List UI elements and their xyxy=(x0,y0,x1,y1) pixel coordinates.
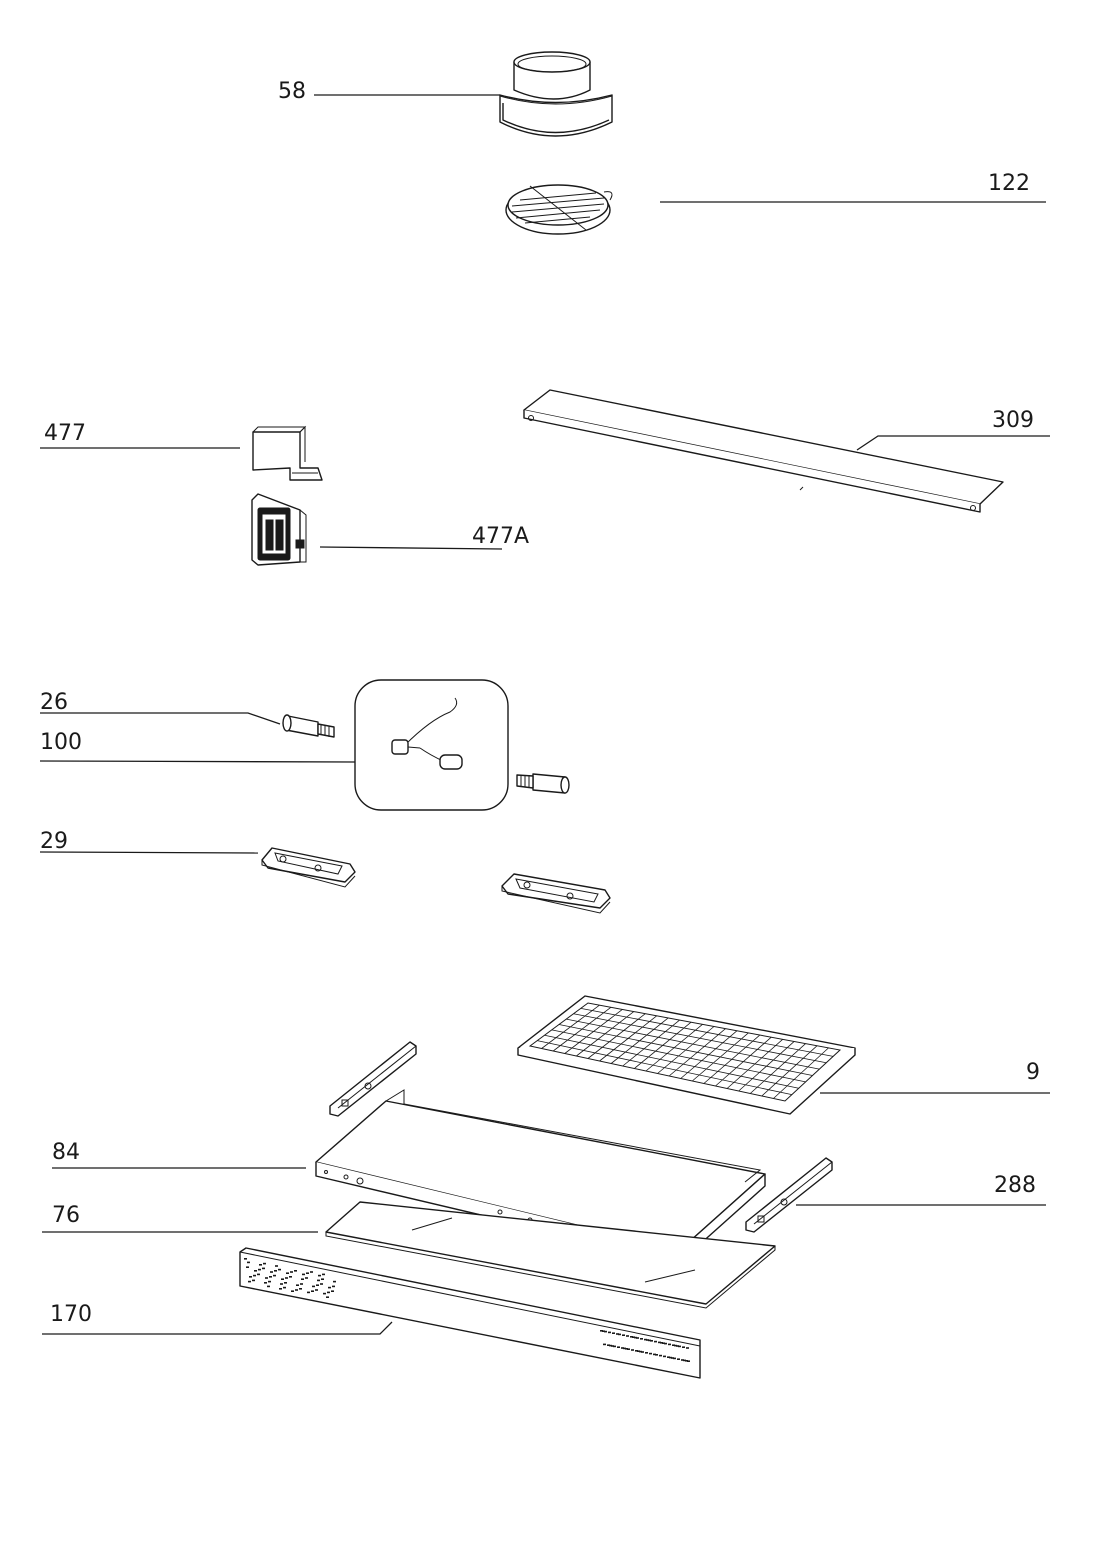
callout-9: 9 xyxy=(820,1060,1050,1094)
leader-line-100 xyxy=(39,760,356,763)
callout-84: 84 xyxy=(52,1140,306,1169)
callout-label-100: 100 xyxy=(40,730,82,755)
leader-line-477a xyxy=(319,546,503,550)
callout-309: 309 xyxy=(856,408,1050,451)
leader-line-29 xyxy=(39,851,259,854)
leader-line-170 xyxy=(42,1321,393,1335)
part-100-lamp-wiring-inset[interactable] xyxy=(354,679,509,811)
callout-29: 29 xyxy=(39,829,259,854)
part-29-lamp-cover-left[interactable] xyxy=(261,847,356,888)
callout-100: 100 xyxy=(39,730,356,763)
part-58-duct-connector[interactable] xyxy=(499,51,613,137)
callout-label-26: 26 xyxy=(40,690,68,715)
callout-label-288: 288 xyxy=(994,1173,1036,1198)
part-477a-switch-box[interactable] xyxy=(251,493,307,566)
callout-label-76: 76 xyxy=(52,1203,80,1228)
part-288-rail-right[interactable] xyxy=(745,1157,833,1233)
callout-477a: 477A xyxy=(319,524,529,550)
trim-texture xyxy=(244,1258,690,1362)
callout-label-9: 9 xyxy=(1026,1060,1040,1085)
callout-label-170: 170 xyxy=(50,1302,92,1327)
part-122-round-grill[interactable] xyxy=(505,184,613,235)
callout-288: 288 xyxy=(796,1173,1046,1206)
part-170-front-trim[interactable] xyxy=(239,1247,701,1379)
part-9-grease-filter[interactable] xyxy=(517,995,856,1115)
callout-label-477a: 477A xyxy=(472,524,529,549)
part-26-lamp-holder-right[interactable] xyxy=(516,773,570,794)
part-29-lamp-cover-right[interactable] xyxy=(501,873,611,914)
callout-label-29: 29 xyxy=(40,829,68,854)
callout-477: 477 xyxy=(40,421,240,449)
callout-26: 26 xyxy=(40,690,281,725)
part-309-front-bar[interactable] xyxy=(523,389,1004,513)
filter-mesh xyxy=(537,1004,834,1099)
part-288-rail-left[interactable] xyxy=(329,1041,417,1117)
callout-170: 170 xyxy=(42,1302,393,1335)
callout-label-477: 477 xyxy=(44,421,86,446)
part-76-glass-panel[interactable] xyxy=(325,1201,776,1309)
callout-label-84: 84 xyxy=(52,1140,80,1165)
part-26-lamp-holder-left[interactable] xyxy=(282,714,335,738)
callout-label-309: 309 xyxy=(992,408,1034,433)
leader-line-309 xyxy=(856,435,1050,451)
leader-line-26 xyxy=(40,712,281,725)
callout-label-122: 122 xyxy=(988,171,1030,196)
callout-76: 76 xyxy=(42,1203,318,1233)
callout-label-58: 58 xyxy=(278,79,306,104)
callout-122: 122 xyxy=(660,171,1046,203)
callout-58: 58 xyxy=(278,79,500,104)
part-477-bracket[interactable] xyxy=(252,425,323,481)
